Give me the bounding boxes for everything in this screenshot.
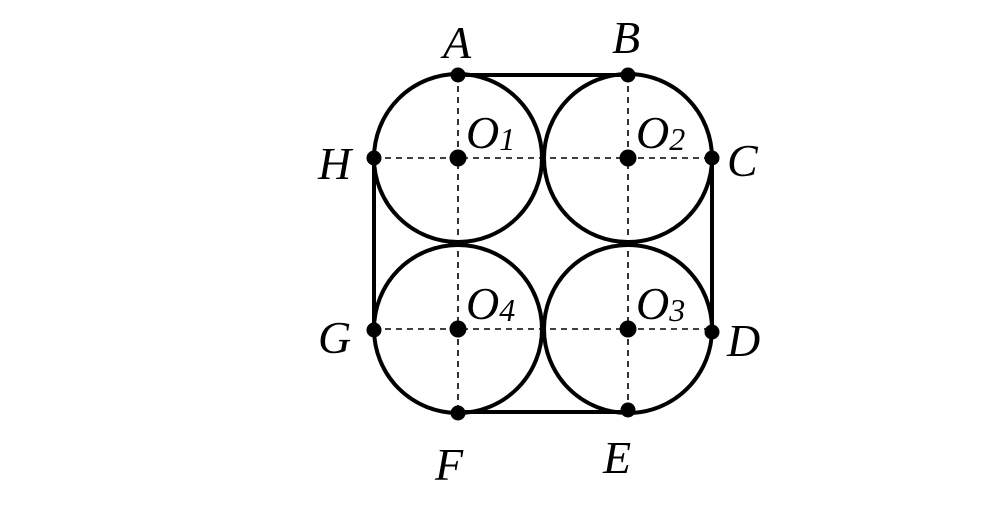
point-h xyxy=(366,150,382,166)
label-f: F xyxy=(434,439,464,490)
point-e xyxy=(620,402,636,418)
label-b: B xyxy=(612,12,640,63)
point-g xyxy=(366,322,382,338)
label-h: H xyxy=(317,138,354,189)
label-e: E xyxy=(602,432,631,483)
label-o3-index: 3 xyxy=(668,292,685,328)
label-o3: O3 xyxy=(636,278,685,329)
point-c xyxy=(704,150,720,166)
point-d xyxy=(704,324,720,340)
label-o4-letter: O xyxy=(466,278,499,329)
center-o2 xyxy=(619,149,637,167)
center-o3 xyxy=(619,320,637,338)
label-g: G xyxy=(318,312,351,363)
label-o2: O2 xyxy=(636,107,685,158)
label-o3-letter: O xyxy=(636,278,669,329)
label-o4-index: 4 xyxy=(499,292,515,328)
point-b xyxy=(620,67,636,83)
label-o1-index: 1 xyxy=(499,121,515,157)
label-c: C xyxy=(727,135,759,186)
label-o1-letter: O xyxy=(466,107,499,158)
point-a xyxy=(450,67,466,83)
label-o1: O1 xyxy=(466,107,515,158)
center-o4 xyxy=(449,320,467,338)
point-f xyxy=(450,405,466,421)
label-o4: O4 xyxy=(466,278,515,329)
center-o1 xyxy=(449,149,467,167)
label-d: D xyxy=(726,315,760,366)
label-o2-index: 2 xyxy=(669,121,685,157)
label-a: A xyxy=(440,17,472,68)
label-o2-letter: O xyxy=(636,107,669,158)
